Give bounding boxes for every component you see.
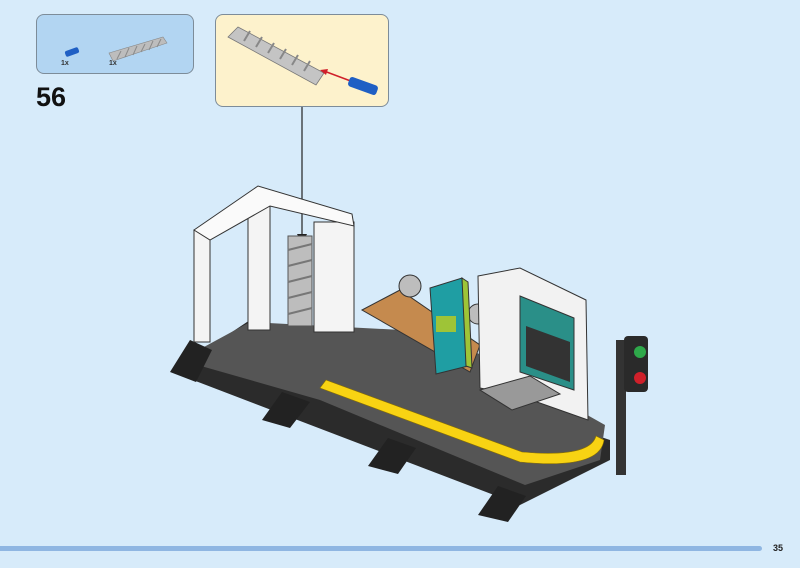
part-quantity: 1x [61,60,69,67]
twisted-column [287,235,313,327]
part-quantity: 1x [109,60,117,67]
yellow-stripe [319,379,605,464]
ticket-machine [429,277,473,375]
white-door-frame [193,185,355,343]
blue-pin-icon [348,77,378,95]
twisted-column-icon [108,36,168,62]
callout-illustration [227,26,378,95]
step-number: 56 [36,82,67,112]
progress-bar [0,546,762,551]
platform [170,320,610,522]
sub-assembly-callout [215,14,389,107]
parts-illustration [64,36,168,62]
parts-list-box: 1x 1x [36,14,194,74]
traffic-signal [616,336,648,475]
page-number: 35 [773,543,784,553]
blue-pin-icon [64,47,80,57]
timetable-board [477,267,589,421]
